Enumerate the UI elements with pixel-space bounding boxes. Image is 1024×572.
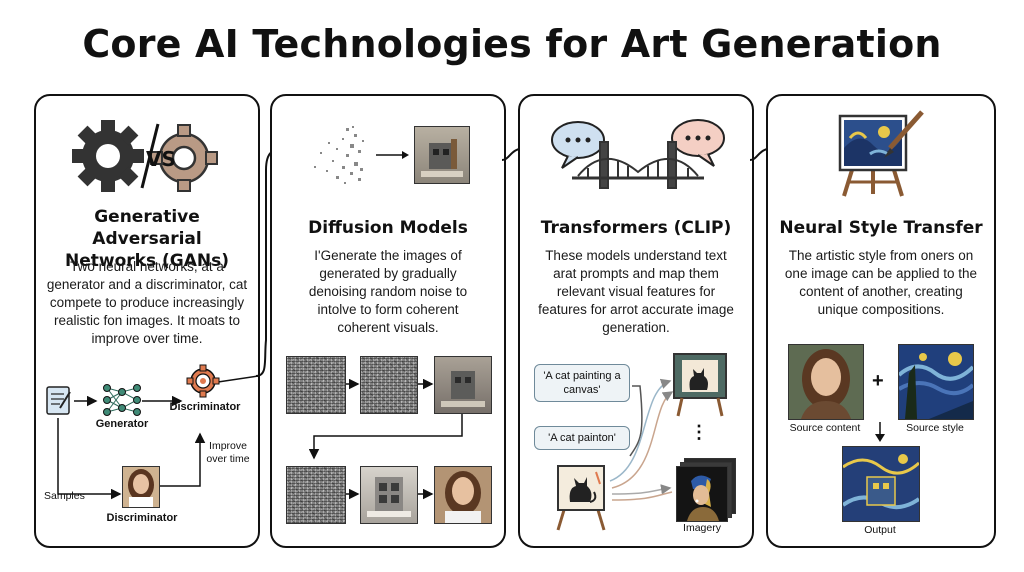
discriminator-bottom-label: Discriminator — [106, 512, 178, 524]
easel-brush-icon — [838, 110, 924, 197]
diffusion-flow-arrows — [308, 378, 463, 500]
noise-image-1 — [286, 356, 346, 414]
diffusion-description: I'Generate the images of generated by gr… — [308, 248, 468, 335]
diffusion-title: Diffusion Models — [308, 218, 468, 238]
style-transfer-description: The artistic style from oners on one ima… — [784, 248, 978, 317]
building-render-image — [360, 466, 418, 524]
source-content-label: Source content — [789, 422, 861, 434]
dissolving-noise-icon — [314, 126, 364, 184]
neural-network-icon — [103, 384, 141, 416]
noise-image-2 — [360, 356, 418, 414]
source-style-label: Source style — [906, 422, 964, 434]
prompt-box-2: 'A cat painton' — [534, 426, 630, 450]
page-title: Core AI Technologies for Art Generation — [82, 22, 942, 66]
gan-description: Two neural networks, at a generator and … — [46, 259, 248, 346]
gears-vs-icon: VS — [72, 120, 218, 192]
output-label: Output — [864, 524, 896, 536]
output-image — [842, 446, 920, 522]
source-style-image — [898, 344, 974, 420]
generator-label: Generator — [95, 418, 149, 430]
prompt-box-1: 'A cat painting a canvas' — [534, 364, 630, 402]
pearl-earring-painting — [676, 466, 728, 522]
style-transfer-panel: Neural Style Transfer The artistic style… — [766, 94, 996, 548]
arrow-icon — [376, 151, 409, 159]
diffusion-result-image — [414, 126, 470, 184]
transformers-panel: Transformers (CLIP) These models underst… — [518, 94, 754, 548]
cat-easel-icon — [556, 465, 606, 531]
discriminator-top-label: Discriminator — [169, 401, 241, 413]
improve-label: Improve over time — [206, 440, 250, 465]
final-portrait-image — [434, 466, 492, 524]
cat-painting-frame — [673, 353, 727, 417]
partial-denoise-image — [434, 356, 492, 414]
down-arrow-icon — [875, 422, 885, 442]
transformers-title: Transformers (CLIP) — [540, 218, 732, 238]
noise-image-3 — [286, 466, 346, 524]
diffusion-panel: Diffusion Models I'Generate the images o… — [270, 94, 506, 548]
samples-label: Samples — [44, 490, 85, 502]
ellipsis-icon: ⋮ — [690, 422, 708, 442]
mapping-lines — [609, 378, 674, 501]
discriminator-gear-icon — [186, 364, 220, 398]
generated-portrait — [122, 466, 160, 508]
vs-text: VS — [146, 147, 176, 171]
transformers-description: These models understand text arat prompt… — [538, 248, 734, 335]
gan-flow-arrows — [57, 375, 259, 500]
notepad-icon — [46, 386, 71, 415]
gan-panel: VS Generative Adversarial Networks (GANs… — [34, 94, 260, 548]
bridge-bubbles-icon — [551, 119, 725, 189]
style-transfer-title: Neural Style Transfer — [779, 218, 983, 238]
gan-title: Generative Adversarial Networks (GANs) — [65, 207, 229, 271]
source-content-image — [788, 344, 864, 420]
imagery-label: Imagery — [683, 522, 721, 534]
plus-sign: + — [872, 370, 884, 392]
